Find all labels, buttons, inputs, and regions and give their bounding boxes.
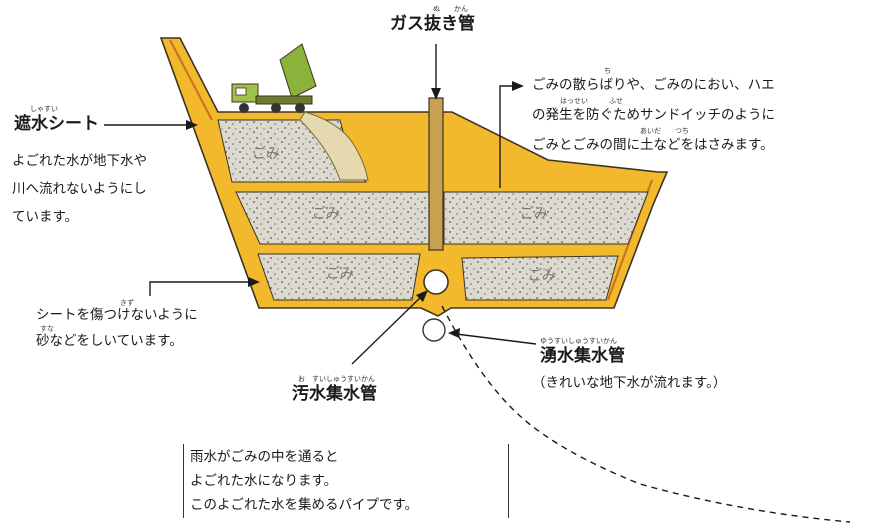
landfill-basin — [159, 37, 669, 317]
leachate-ruby: お すいしゅうすいかん — [298, 375, 375, 383]
gas-vent-pipe — [428, 97, 444, 251]
sand-line-2: 砂などをしいています。 — [36, 333, 183, 349]
dashed-flow-line — [441, 305, 851, 523]
sand-line-1: シートを傷つけないように — [36, 307, 198, 323]
leachate-desc-bracket — [183, 444, 509, 518]
dump-truck-icon — [231, 43, 317, 113]
gas-pipe-ruby: ぬ かん — [433, 5, 468, 13]
leachate-desc-1: 雨水がごみの中を通ると — [190, 449, 339, 465]
cover-line-2: の発生を防ぐためサンドイッチのように — [532, 107, 775, 123]
cover-line-3: ごみとごみの間に土などをはさみます。 — [532, 137, 774, 153]
sand-ruby-1: きず — [120, 299, 134, 307]
cover-ruby-1: ち — [604, 67, 611, 75]
groundwater-desc: （きれいな地下水が流れます。） — [532, 375, 727, 391]
cover-ruby-2: はっせい ふせ — [560, 97, 623, 105]
garbage-layer-middle-right — [443, 191, 649, 245]
liner-desc-2: 川へ流れないようにし — [12, 181, 147, 197]
liner-ruby: しゃすい — [30, 105, 58, 113]
garbage-layer-bottom-right — [461, 255, 619, 301]
liner-desc-3: ています。 — [12, 209, 79, 225]
gas-pipe-label: ガス抜き管 — [390, 14, 475, 34]
gomi-label-mid-left: ごみ — [312, 206, 340, 222]
sand-ruby-2: すな — [40, 325, 54, 333]
groundwater-ruby: ゆうすいしゅうすいかん — [540, 337, 617, 345]
cover-line-1: ごみの散らばりや、ごみのにおい、ハエ — [532, 77, 775, 93]
gomi-label-top: ごみ — [252, 146, 280, 162]
soil-heap — [299, 111, 369, 181]
cover-ruby-3: あいだ つち — [640, 127, 689, 135]
leachate-desc-3: このよごれた水を集めるパイプです。 — [190, 497, 419, 513]
gomi-label-bottom-left: ごみ — [326, 266, 354, 282]
leachate-desc-2: よごれた水になります。 — [190, 473, 338, 489]
gomi-label-bottom-right: ごみ — [528, 268, 556, 284]
garbage-layer-bottom-left — [257, 253, 421, 301]
leachate-title: 汚水集水管 — [292, 384, 377, 404]
liner-desc-1: よごれた水が地下水や — [12, 153, 147, 169]
gomi-label-mid-right: ごみ — [520, 206, 548, 222]
groundwater-title: 湧水集水管 — [540, 346, 625, 366]
leachate-pipe-icon — [423, 269, 449, 295]
groundwater-pipe-icon — [422, 318, 446, 342]
liner-title: 遮水シート — [14, 114, 99, 134]
